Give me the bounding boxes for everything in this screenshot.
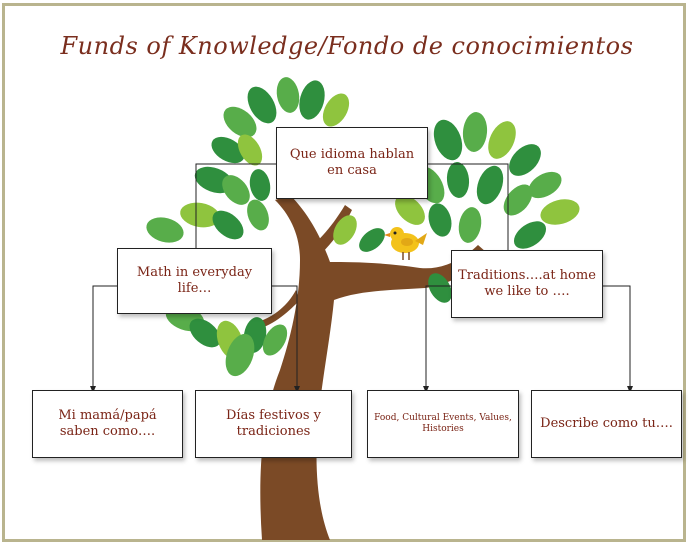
tree-leaves <box>146 77 385 252</box>
connector-arrows <box>90 386 633 393</box>
node-describe: Describe como tu…. <box>531 390 682 458</box>
node-root: Que idioma hablan en casa <box>276 127 428 199</box>
node-food: Food, Cultural Events, Values, Histories <box>367 390 519 458</box>
node-dias: Días festivos y tradiciones <box>195 390 352 458</box>
connector-lines <box>92 163 631 390</box>
tree-branch-left <box>255 290 300 330</box>
node-traditions: Traditions….at home we like to …. <box>451 250 603 318</box>
yellow-bird <box>384 227 427 260</box>
node-math: Math in everyday life… <box>117 248 272 314</box>
tree-branch-mid <box>300 205 352 268</box>
page-title: Funds of Knowledge/Fondo de conocimiento… <box>60 32 634 60</box>
node-mama: Mi mamá/papá saben como…. <box>32 390 183 458</box>
